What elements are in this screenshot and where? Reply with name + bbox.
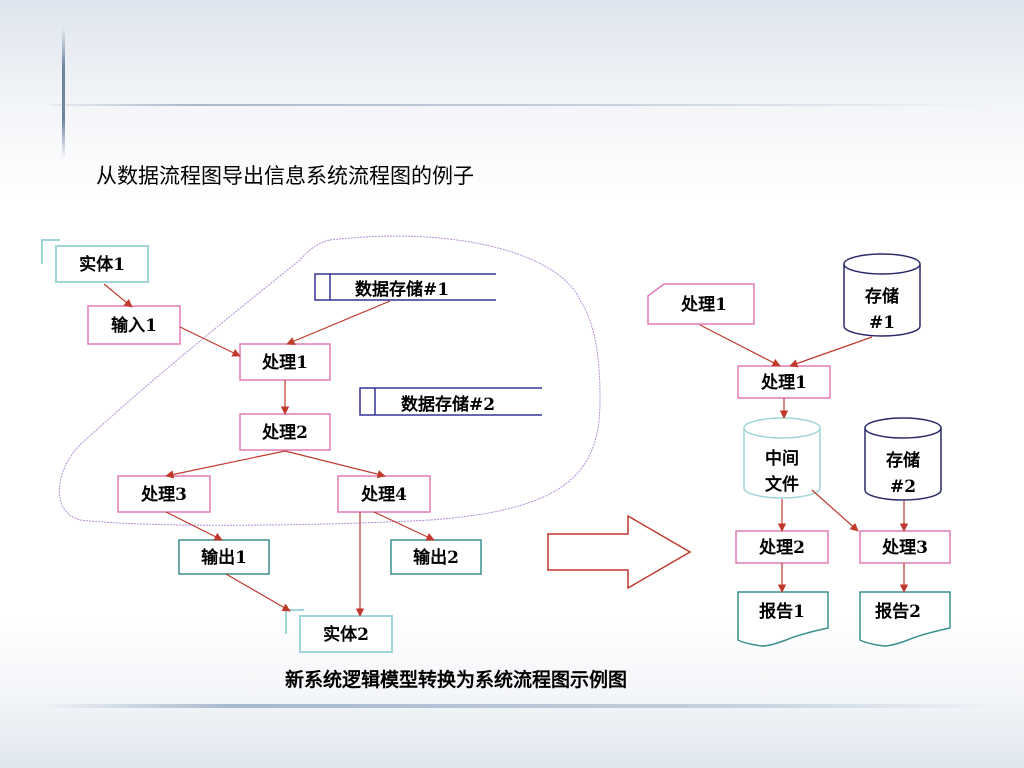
process-4-label: 处理4 [360,484,407,505]
entity-2: 实体2 [285,609,393,653]
data-store-2-label: 数据存储#2 [401,394,495,415]
entity-1: 实体1 [41,239,149,283]
intermediate-file-cylinder: 中间 文件 [743,417,821,499]
data-store-1-label: 数据存储#1 [355,279,449,300]
process-3: 处理3 [117,475,211,513]
manual-input-label: 处理1 [680,294,727,315]
diagram-caption: 新系统逻辑模型转换为系统流程图示例图 [285,669,628,691]
right-flow-arrows [699,324,909,593]
storage-1-label-line2: #1 [869,313,895,333]
report-1-label: 报告1 [759,601,805,622]
process-2: 处理2 [239,413,331,451]
intermediate-file-label-line2: 文件 [765,474,799,495]
decorative-footer-line [40,704,1000,708]
storage-1-label-line1: 存储 [865,286,899,307]
flow-process-2-label: 处理2 [758,537,805,558]
process-2-label: 处理2 [261,422,308,443]
input-1: 输入1 [87,305,181,345]
process-3-label: 处理3 [140,484,187,505]
intermediate-file-label-line1: 中间 [765,448,799,469]
report-2-document: 报告2 [859,591,951,647]
flow-process-1-label: 处理1 [760,372,807,393]
output-1-label: 输出1 [201,547,247,568]
report-2-label: 报告2 [875,601,921,622]
process-1-label: 处理1 [261,352,308,373]
storage-2-label-line2: #2 [890,477,916,497]
flow-process-3-label: 处理3 [881,537,928,558]
report-1-document: 报告1 [737,591,829,647]
data-store-1: 数据存储#1 [314,273,496,301]
transform-arrow [547,514,692,590]
left-flow-arrows [103,283,435,617]
storage-2-cylinder: 存储 #2 [864,417,942,501]
decorative-vertical-line [62,28,65,158]
system-boundary [58,235,601,526]
input-1-label: 输入1 [111,315,157,336]
output-1: 输出1 [178,539,270,575]
data-store-2: 数据存储#2 [359,387,542,416]
output-2: 输出2 [390,539,482,575]
flow-process-3: 处理3 [859,530,951,564]
flow-process-1: 处理1 [737,365,831,399]
decorative-header-line [50,104,990,106]
storage-1-cylinder: 存储 #1 [843,253,921,337]
storage-2-label-line1: 存储 [886,450,920,471]
entity-2-label: 实体2 [323,624,369,645]
process-1: 处理1 [239,343,331,381]
slide-title: 从数据流程图导出信息系统流程图的例子 [96,164,474,188]
entity-1-label: 实体1 [79,254,125,275]
manual-input-process-1: 处理1 [647,283,755,325]
output-2-label: 输出2 [413,547,459,568]
process-4: 处理4 [337,475,431,513]
flow-process-2: 处理2 [735,530,829,564]
